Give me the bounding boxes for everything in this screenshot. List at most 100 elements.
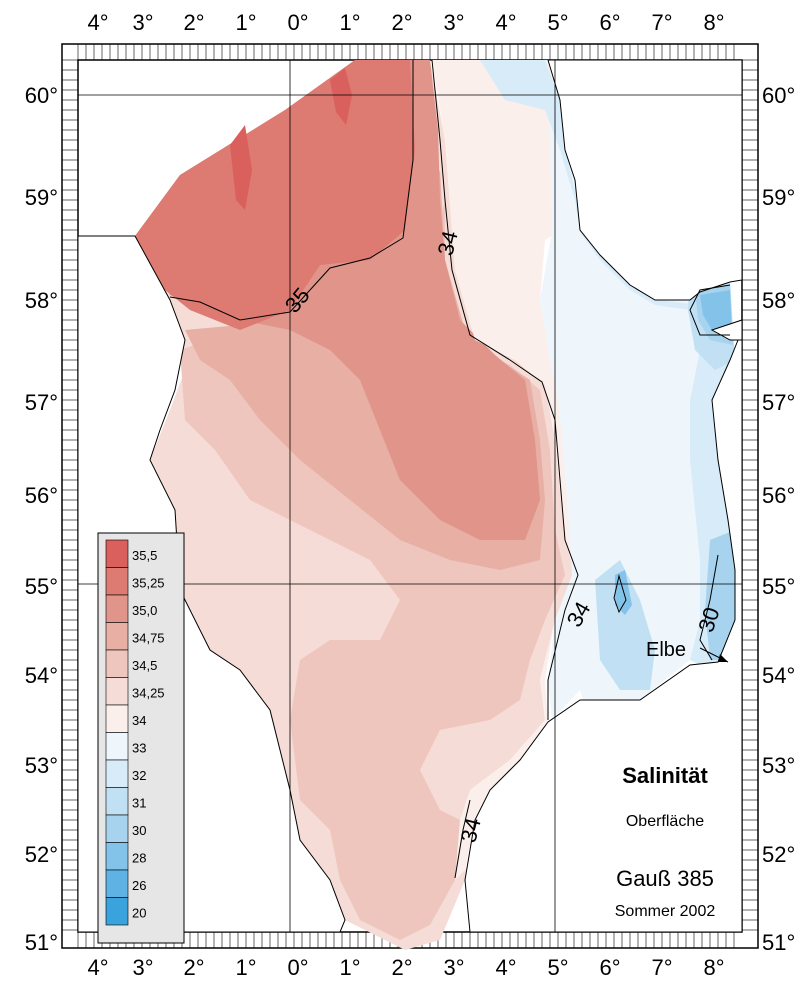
lon-label-top: 1° (339, 10, 360, 35)
lat-label-left: 55° (25, 574, 58, 599)
lat-label-left: 53° (25, 753, 58, 778)
contour-30-skagerrak (689, 284, 731, 336)
legend-label: 33 (132, 741, 146, 756)
lat-label-right: 56° (762, 483, 795, 508)
legend-label: 34,5 (132, 658, 157, 673)
lon-label-bottom: 3° (132, 955, 153, 980)
lat-label-left: 60° (25, 83, 58, 108)
lon-label-bottom: 8° (703, 955, 724, 980)
elbe-arrow (699, 647, 729, 663)
lon-label-top: 3° (132, 10, 153, 35)
lon-label-bottom: 6° (599, 955, 620, 980)
lon-label-top: 4° (87, 10, 108, 35)
lat-label-right: 53° (762, 753, 795, 778)
graticule (78, 60, 742, 932)
legend-swatch (105, 594, 129, 623)
lon-label-bottom: 7° (651, 955, 672, 980)
lat-label-left: 58° (25, 288, 58, 313)
legend-label: 35,5 (132, 548, 157, 563)
lon-label-bottom: 1° (339, 955, 360, 980)
lon-label-bottom: 3° (443, 955, 464, 980)
lon-label-bottom: 4° (87, 955, 108, 980)
longitude-labels-bottom: 4°3°2°1°0°1°2°3°4°5°6°7°8° (87, 955, 724, 980)
zone-35-5-a (230, 125, 252, 210)
legend-swatch (105, 622, 129, 651)
lat-label-left: 54° (25, 663, 58, 688)
season-label: Sommer 2002 (615, 903, 716, 920)
legend-swatch (105, 869, 129, 898)
lon-label-top: 0° (287, 10, 308, 35)
lat-label-right: 58° (762, 288, 795, 313)
lon-label-bottom: 2° (183, 955, 204, 980)
lon-label-top: 2° (391, 10, 412, 35)
lon-label-top: 1° (235, 10, 256, 35)
zone-31 (595, 560, 655, 690)
legend-swatch (105, 787, 129, 816)
legend-swatch (105, 732, 129, 761)
legend-label: 30 (132, 823, 146, 838)
lat-label-left: 52° (25, 842, 58, 867)
legend-swatch (105, 567, 129, 596)
legend-label: 35,25 (132, 576, 165, 591)
lat-label-left: 56° (25, 483, 58, 508)
zone-34 (432, 60, 580, 880)
map-subtitle: Oberfläche (626, 813, 704, 830)
zone-30-b (705, 530, 740, 660)
legend-swatch (105, 539, 129, 568)
legend-label: 35,0 (132, 603, 157, 618)
lat-label-left: 59° (25, 185, 58, 210)
lat-label-right: 52° (762, 842, 795, 867)
legend-label: 34,75 (132, 631, 165, 646)
legend-label: 28 (132, 851, 146, 866)
legend-label: 34,25 (132, 686, 165, 701)
longitude-labels-top: 4°3°2°1°0°1°2°3°4°5°6°7°8° (87, 10, 724, 35)
legend-items: 35,5 35,25 35,0 34,75 34,5 34,25 34 33 32 31 30 28 2… (105, 539, 165, 926)
lat-label-right: 59° (762, 185, 795, 210)
lon-label-top: 7° (651, 10, 672, 35)
contour-lines (169, 59, 731, 879)
contour-label-34-south: 34 (456, 815, 486, 845)
legend-swatch (105, 897, 129, 926)
lon-label-bottom: 4° (495, 955, 516, 980)
legend-label: 34 (132, 713, 146, 728)
title-block: Salinität Oberfläche Gauß 385 Sommer 200… (615, 763, 716, 920)
cruise-label: Gauß 385 (616, 866, 714, 891)
lat-label-right: 60° (762, 83, 795, 108)
contour-label-34-north: 34 (433, 228, 463, 258)
lat-label-right: 51° (762, 930, 795, 955)
legend-swatch (105, 704, 129, 733)
latitude-labels-left: 60° 59° 58° 57° 56° 55° 54° 53° 52° 51° (25, 83, 58, 955)
salinity-legend: 35,5 35,25 35,0 34,75 34,5 34,25 34 33 32 31 30 28 2… (97, 532, 185, 944)
contour-35 (169, 60, 414, 321)
contour-34-north (431, 59, 579, 720)
zone-35-5-b (330, 68, 352, 125)
legend-label: 32 (132, 768, 146, 783)
lon-label-bottom: 5° (547, 955, 568, 980)
salinity-field (135, 60, 740, 950)
zone-33 (440, 60, 700, 720)
place-label-elbe: Elbe (646, 639, 686, 661)
land-denmark-germany (464, 329, 743, 933)
legend-swatch (105, 649, 129, 678)
lat-label-right: 55° (762, 574, 795, 599)
legend-swatch (105, 814, 129, 843)
lon-label-top: 2° (183, 10, 204, 35)
map-title: Salinität (622, 763, 708, 788)
legend-label: 31 (132, 796, 146, 811)
contour-30-elbe (699, 554, 719, 661)
lat-label-left: 51° (25, 930, 58, 955)
zone-35-25 (135, 60, 415, 330)
contour-eddy (613, 574, 627, 614)
lon-label-top: 6° (599, 10, 620, 35)
land-sweden-corner (710, 319, 743, 341)
legend-swatch (105, 759, 129, 788)
lon-label-top: 5° (547, 10, 568, 35)
legend-swatch (105, 842, 129, 871)
lon-label-bottom: 2° (391, 955, 412, 980)
lat-label-right: 54° (762, 663, 795, 688)
legend-label: 20 (132, 906, 146, 921)
lat-label-left: 57° (25, 390, 58, 415)
lon-label-bottom: 1° (235, 955, 256, 980)
contour-34-south (454, 799, 471, 879)
